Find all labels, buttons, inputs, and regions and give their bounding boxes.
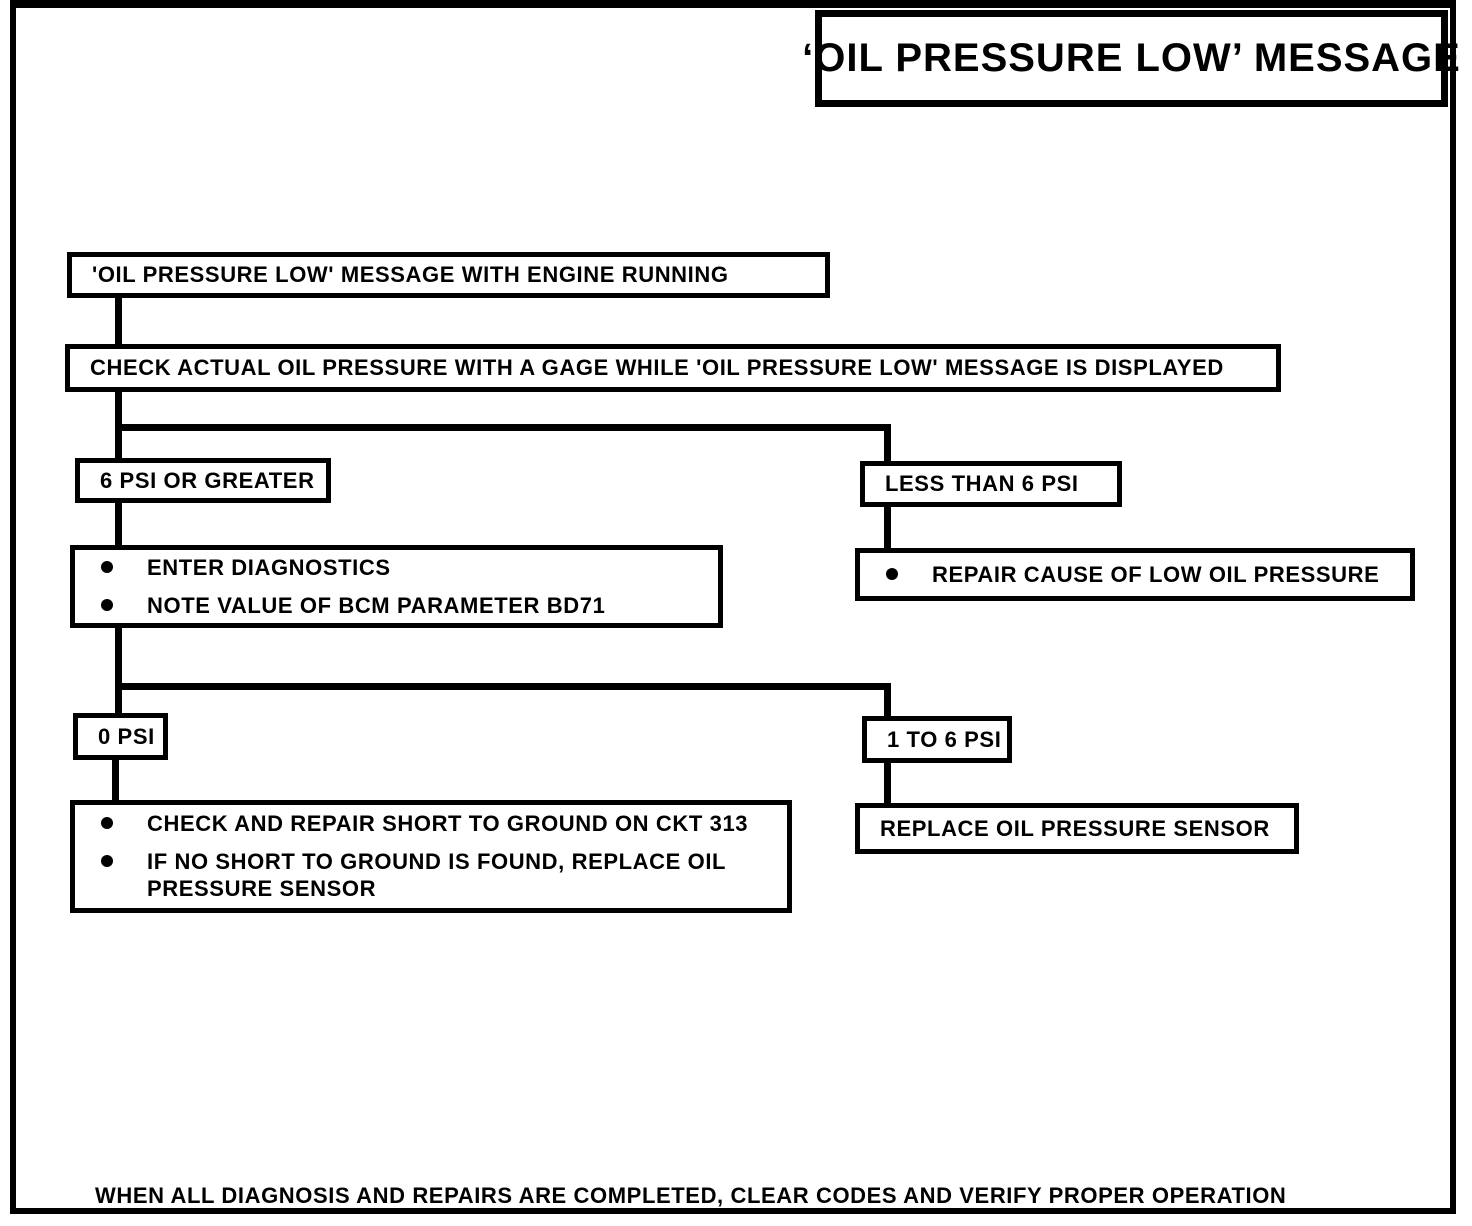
bullet-icon bbox=[101, 598, 113, 611]
node-6psi-or-greater-label: 6 PSI OR GREATER bbox=[100, 467, 315, 493]
connector-branch2-horizontal bbox=[115, 683, 891, 690]
node-check-gage: CHECK ACTUAL OIL PRESSURE WITH A GAGE WH… bbox=[65, 344, 1281, 392]
bullet-label: IF NO SHORT TO GROUND IS FOUND, REPLACE … bbox=[147, 848, 726, 902]
node-less-than-6psi: LESS THAN 6 PSI bbox=[860, 461, 1122, 507]
connector-0psi-to-ckt bbox=[112, 758, 119, 802]
bullet-item: CHECK AND REPAIR SHORT TO GROUND ON CKT … bbox=[75, 805, 773, 843]
bullet-icon bbox=[101, 817, 113, 830]
node-0psi: 0 PSI bbox=[73, 713, 168, 760]
connector-branch2-right-drop bbox=[884, 683, 891, 717]
bullet-label: CHECK AND REPAIR SHORT TO GROUND ON CKT … bbox=[147, 811, 749, 837]
node-1to6psi-label: 1 TO 6 PSI bbox=[887, 726, 1002, 752]
bullet-icon bbox=[886, 567, 898, 580]
bullet-label: ENTER DIAGNOSTICS bbox=[147, 555, 391, 580]
bullet-label: NOTE VALUE OF BCM PARAMETER BD71 bbox=[147, 592, 606, 618]
connector-diagnostics-down bbox=[115, 627, 122, 715]
connector-less6-to-repair bbox=[884, 505, 891, 550]
diagram-title: ‘OIL PRESSURE LOW’ MESSAGE bbox=[802, 36, 1461, 80]
bullet-label: REPAIR CAUSE OF LOW OIL PRESSURE bbox=[932, 561, 1380, 587]
node-repair-cause: REPAIR CAUSE OF LOW OIL PRESSURE bbox=[855, 548, 1415, 601]
node-replace-sensor-label: REPLACE OIL PRESSURE SENSOR bbox=[880, 815, 1270, 841]
node-less-than-6psi-label: LESS THAN 6 PSI bbox=[885, 471, 1079, 496]
node-check-ckt313: CHECK AND REPAIR SHORT TO GROUND ON CKT … bbox=[70, 800, 792, 913]
node-start-label: 'OIL PRESSURE LOW' MESSAGE WITH ENGINE R… bbox=[92, 262, 729, 287]
bullet-icon bbox=[101, 854, 113, 867]
node-1to6psi: 1 TO 6 PSI bbox=[862, 716, 1012, 763]
diagram-title-box: ‘OIL PRESSURE LOW’ MESSAGE bbox=[802, 10, 1460, 107]
connector-1to6-to-replace bbox=[884, 762, 891, 805]
connector-branch1-right-drop bbox=[884, 424, 891, 462]
connector-branch1-horizontal bbox=[115, 424, 891, 431]
bullet-item: REPAIR CAUSE OF LOW OIL PRESSURE bbox=[860, 556, 1396, 594]
bullet-item: ENTER DIAGNOSTICS bbox=[75, 549, 704, 587]
node-start: 'OIL PRESSURE LOW' MESSAGE WITH ENGINE R… bbox=[67, 252, 830, 298]
bullet-item: IF NO SHORT TO GROUND IS FOUND, REPLACE … bbox=[75, 843, 773, 908]
node-0psi-label: 0 PSI bbox=[98, 723, 155, 749]
node-check-gage-label: CHECK ACTUAL OIL PRESSURE WITH A GAGE WH… bbox=[90, 355, 1224, 380]
connector-start-to-check bbox=[115, 296, 122, 348]
node-6psi-or-greater: 6 PSI OR GREATER bbox=[75, 458, 331, 503]
bullet-item: NOTE VALUE OF BCM PARAMETER BD71 bbox=[75, 587, 704, 625]
footer-note: WHEN ALL DIAGNOSIS AND REPAIRS ARE COMPL… bbox=[95, 1183, 1287, 1208]
bullet-icon bbox=[101, 561, 113, 573]
node-replace-sensor: REPLACE OIL PRESSURE SENSOR bbox=[855, 803, 1299, 854]
node-enter-diagnostics: ENTER DIAGNOSTICS NOTE VALUE OF BCM PARA… bbox=[70, 545, 723, 628]
connector-6psi-to-diagnostics bbox=[115, 501, 122, 547]
page-border bbox=[10, 0, 1456, 1214]
